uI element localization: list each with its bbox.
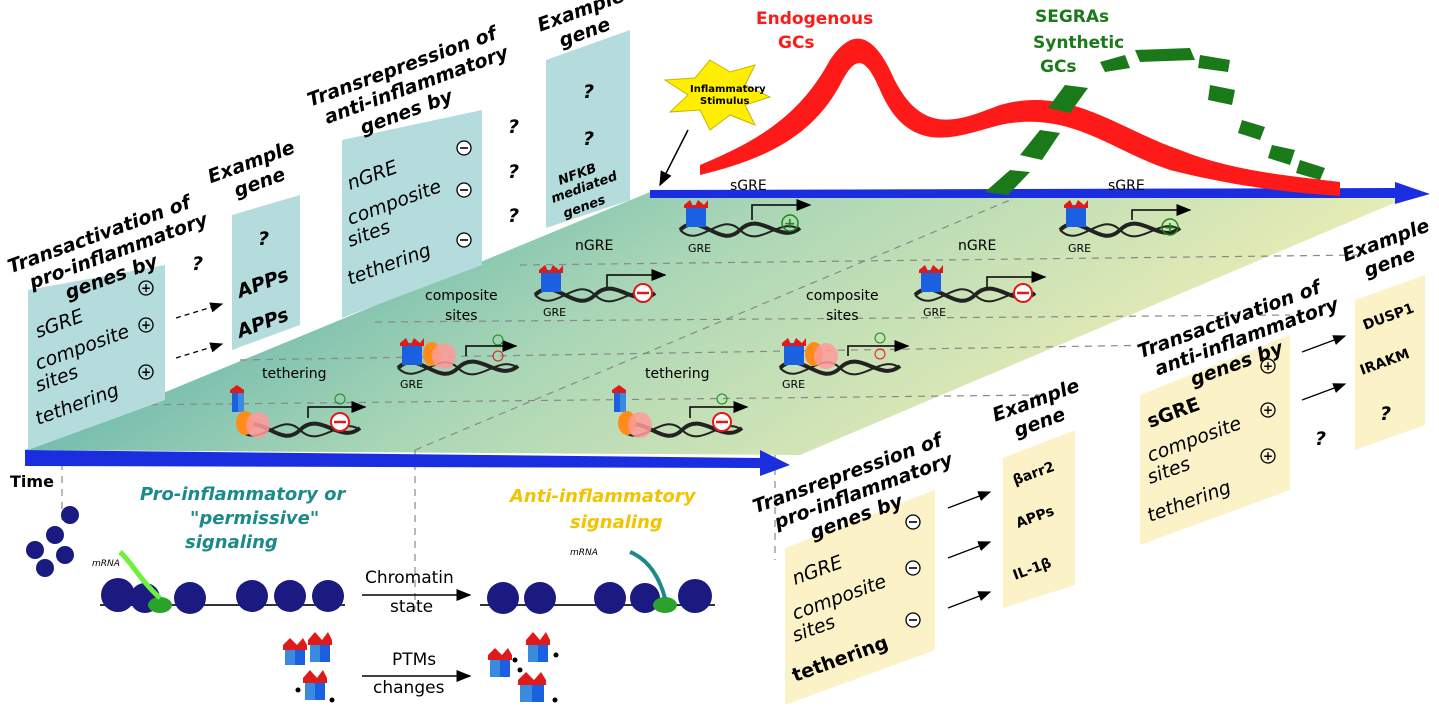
pro-signaling-label: Pro-inflammatory or "permissive" signali… xyxy=(140,484,347,553)
panel-transrepression-anti: Transrepression of anti-inflammatory gen… xyxy=(304,0,630,318)
ptm-label: PTMs xyxy=(392,650,436,670)
svg-text:?: ? xyxy=(583,81,594,103)
gre-label: GRE xyxy=(688,242,711,255)
svg-text:Pro-inflammatory or: Pro-inflammatory or xyxy=(140,484,347,505)
panel-transactivation-pro: Transactivation of pro-inflammatory gene… xyxy=(5,136,300,450)
svg-text:+: + xyxy=(141,281,151,295)
segras-label: SEGRAs xyxy=(1035,7,1109,27)
nucleosome-cluster xyxy=(26,506,79,577)
time-plane xyxy=(25,192,1420,455)
sgre-left: sGRE xyxy=(730,178,767,194)
ngre-left: nGRE xyxy=(575,238,613,254)
svg-text:+: + xyxy=(1263,449,1273,463)
endogenous-gc-curve xyxy=(700,38,1340,196)
svg-text:?: ? xyxy=(583,128,594,150)
mrna-label: mRNA xyxy=(570,548,598,558)
svg-text:+: + xyxy=(1263,403,1273,417)
svg-text:signaling: signaling xyxy=(570,512,663,533)
time-arrow xyxy=(25,450,790,476)
chromatin-fiber-left: mRNA xyxy=(92,550,345,614)
svg-text:+: + xyxy=(141,365,151,379)
composite-left-2: sites xyxy=(445,308,478,324)
tethering-left: tethering xyxy=(262,366,326,382)
synthetic-label-2: GCs xyxy=(1040,57,1077,77)
svg-text:?: ? xyxy=(508,116,519,138)
composite-left: composite xyxy=(425,288,498,304)
svg-text:?: ? xyxy=(192,253,203,275)
sgre-right: sGRE xyxy=(1108,178,1145,194)
stimulus-label: Inflammatory xyxy=(690,84,766,95)
gre-complexes: + + xyxy=(230,199,1192,438)
endogenous-label-2: GCs xyxy=(778,33,815,53)
svg-text:?: ? xyxy=(508,161,519,183)
chromatin-state-label: Chromatin xyxy=(365,568,454,588)
plane-grid xyxy=(61,199,1361,610)
svg-text:?: ? xyxy=(258,228,269,250)
time-label: Time xyxy=(10,472,54,491)
synthetic-label: Synthetic xyxy=(1033,33,1124,53)
chromatin-fiber-right: mRNA xyxy=(480,548,715,614)
gre-label: GRE xyxy=(543,306,566,319)
gre-label: GRE xyxy=(400,378,423,391)
panel-transrepression-pro: Transrepression of pro-inflammatory gene… xyxy=(750,375,1082,705)
chromatin-state-label-2: state xyxy=(390,597,433,617)
svg-text:Anti-inflammatory: Anti-inflammatory xyxy=(508,486,697,507)
gre-label: GRE xyxy=(782,378,805,391)
svg-text:?: ? xyxy=(1315,428,1326,450)
svg-text:+: + xyxy=(784,216,796,232)
gre-label: GRE xyxy=(923,306,946,319)
svg-text:signaling: signaling xyxy=(185,532,278,553)
stimulus-label-2: Stimulus xyxy=(700,96,749,107)
svg-text:?: ? xyxy=(508,205,519,227)
svg-text:+: + xyxy=(1263,359,1273,373)
gre-label: GRE xyxy=(1068,242,1091,255)
svg-text:?: ? xyxy=(1380,403,1391,425)
composite-right-2: sites xyxy=(826,308,859,324)
ptm-label-2: changes xyxy=(373,678,445,698)
tethering-right: tethering xyxy=(645,366,709,382)
ngre-right: nGRE xyxy=(958,238,996,254)
endogenous-label: Endogenous xyxy=(756,9,873,29)
stimulus-star xyxy=(663,59,772,131)
stimulus-arrow xyxy=(659,129,689,187)
anti-signaling-label: Anti-inflammatory signaling xyxy=(508,486,697,533)
mrna-label: mRNA xyxy=(92,559,120,569)
gr-dimers-right xyxy=(488,632,559,703)
synthetic-gc-curve xyxy=(985,48,1325,195)
top-arrow xyxy=(650,182,1430,204)
svg-text:+: + xyxy=(141,318,151,332)
svg-text:+: + xyxy=(1164,220,1176,236)
composite-right: composite xyxy=(806,288,879,304)
gr-dimers-left xyxy=(283,632,335,703)
svg-text:"permissive": "permissive" xyxy=(190,508,319,529)
